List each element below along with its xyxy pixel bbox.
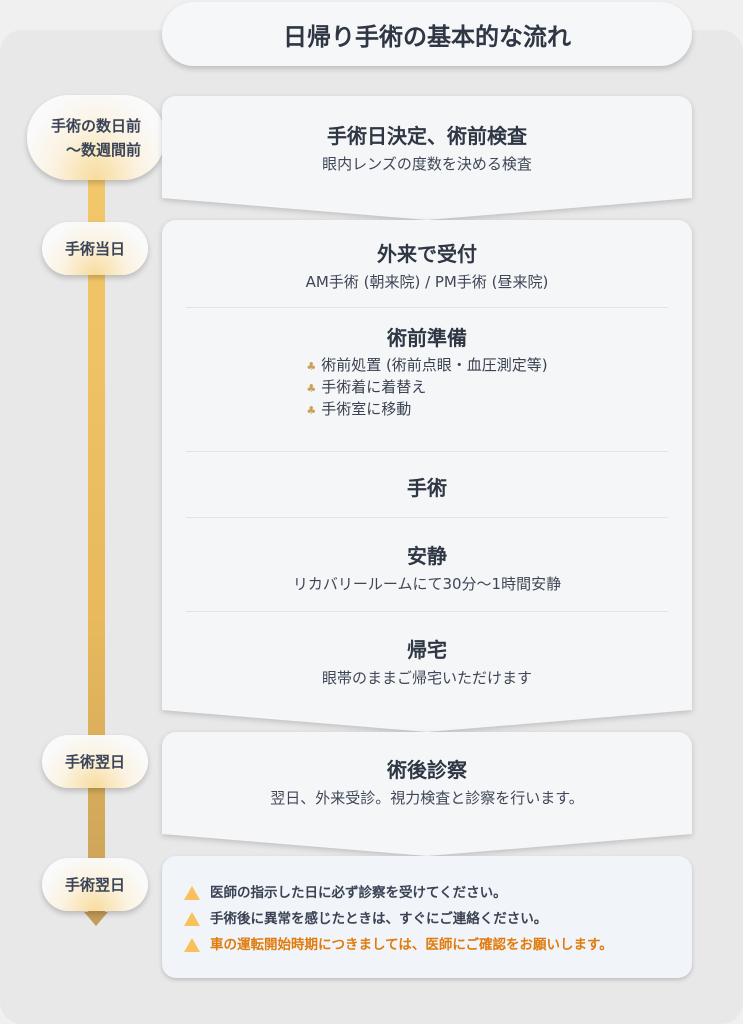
timeline-label-next-day-2: 手術翌日 xyxy=(42,858,148,911)
section-surgery: 手術 xyxy=(186,452,668,518)
section-reception: 外来で受付 AM手術 (朝来院) / PM手術 (昼来院) xyxy=(186,224,668,308)
timeline-arrow-icon xyxy=(84,912,108,926)
timeline-label-line: ～数週間前 xyxy=(65,140,141,159)
timeline-label-before: 手術の数日前 ～数週間前 xyxy=(27,95,165,180)
section-home: 帰宅 眼帯のままご帰宅いただけます xyxy=(186,612,668,698)
step-description: 眼内レンズの度数を決める検査 xyxy=(322,155,532,173)
step-heading: 安静 xyxy=(407,544,447,568)
note-item: 医師の指示した日に必ず診察を受けてください。 xyxy=(184,880,692,906)
step-description: AM手術 (朝来院) / PM手術 (昼来院) xyxy=(305,273,549,291)
section-preparation: 術前準備 ♣ 術前処置 (術前点眼・血圧測定等) ♣ 手術着に着替え ♣ 手術室に移動 xyxy=(186,308,668,452)
warning-icon xyxy=(184,886,200,900)
timeline-label-line: 手術の数日前 xyxy=(50,116,141,135)
step-card-surgery-day: 外来で受付 AM手術 (朝来院) / PM手術 (昼来院) 術前準備 ♣ 術前処置… xyxy=(162,220,692,732)
timeline-label-next-day: 手術翌日 xyxy=(42,735,148,788)
section-rest: 安静 リカバリールームにて30分～1時間安静 xyxy=(186,518,668,612)
step-card-postop: 術後診察 翌日、外来受診。視力検査と診察を行います。 xyxy=(162,732,692,856)
warning-icon xyxy=(184,912,200,926)
list-item-text: 手術室に移動 xyxy=(321,399,412,418)
prep-list: ♣ 術前処置 (術前点眼・血圧測定等) ♣ 手術着に着替え ♣ 手術室に移動 xyxy=(306,355,547,420)
note-item-warning: 車の運転開始時期につきましては、医師にご確認をお願いします。 xyxy=(184,932,692,958)
step-description: 眼帯のままご帰宅いただけます xyxy=(321,669,532,687)
step-heading: 術後診察 xyxy=(387,758,467,782)
bullet-icon: ♣ xyxy=(306,403,317,417)
note-item: 手術後に異常を感じたときは、すぐにご連絡ください。 xyxy=(184,906,692,932)
notes-box: 医師の指示した日に必ず診察を受けてください。 手術後に異常を感じたときは、すぐに… xyxy=(162,856,692,978)
page-title: 日帰り手術の基本的な流れ xyxy=(162,2,692,66)
list-item-text: 術前処置 (術前点眼・血圧測定等) xyxy=(321,356,548,374)
note-text: 医師の指示した日に必ず診察を受けてください。 xyxy=(210,885,507,901)
bullet-icon: ♣ xyxy=(306,360,317,373)
step-heading: 帰宅 xyxy=(407,638,447,662)
list-item-text: 手術着に着替え xyxy=(321,377,427,396)
step-heading: 術前準備 xyxy=(387,326,467,350)
list-item: ♣ 術前処置 (術前点眼・血圧測定等) xyxy=(306,355,547,377)
bullet-icon: ♣ xyxy=(306,381,317,395)
list-item: ♣ 手術室に移動 xyxy=(306,399,547,421)
step-description: 翌日、外来受診。視力検査と診察を行います。 xyxy=(270,789,584,807)
step-heading: 手術日決定、術前検査 xyxy=(327,124,527,148)
step-card-preop: 手術日決定、術前検査 眼内レンズの度数を決める検査 xyxy=(162,96,692,220)
step-heading: 手術 xyxy=(407,476,447,500)
note-text: 車の運転開始時期につきましては、医師にご確認をお願いします。 xyxy=(210,937,613,953)
timeline-bar xyxy=(88,170,105,915)
step-description: リカバリールームにて30分～1時間安静 xyxy=(292,575,562,593)
timeline-label-day-of: 手術当日 xyxy=(42,222,148,275)
warning-icon xyxy=(184,938,200,952)
list-item: ♣ 手術着に着替え xyxy=(306,377,547,399)
step-heading: 外来で受付 xyxy=(377,242,477,266)
note-text: 手術後に異常を感じたときは、すぐにご連絡ください。 xyxy=(210,911,548,927)
